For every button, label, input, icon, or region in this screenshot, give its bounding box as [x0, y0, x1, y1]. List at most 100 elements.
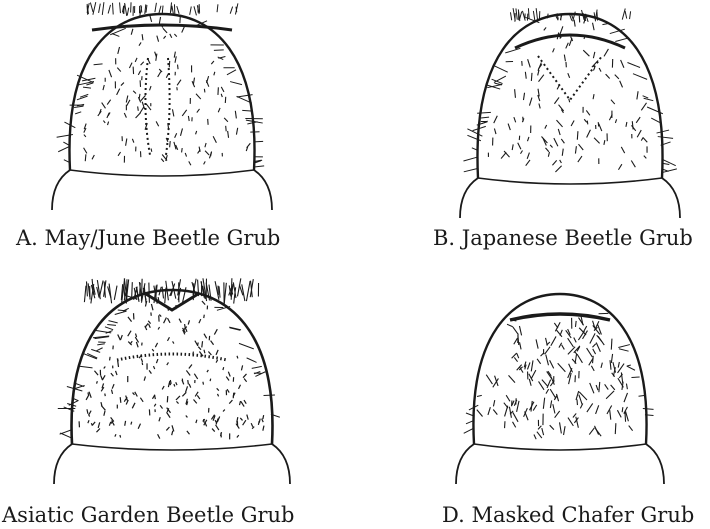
figure-panel-d: D. Masked Chafer Grub: [355, 264, 710, 529]
edge-bristle: [633, 74, 647, 80]
top-bristle: [170, 2, 171, 13]
raster-hair: [574, 338, 576, 343]
raster-hair: [197, 395, 200, 399]
raster-hair: [224, 118, 228, 122]
raster-hair: [523, 93, 524, 100]
top-bristle: [108, 5, 110, 14]
raster-hair: [236, 128, 237, 135]
raster-hair: [107, 100, 110, 105]
top-bristle: [162, 6, 163, 14]
raster-hair: [494, 116, 498, 123]
raster-hair: [217, 394, 218, 397]
raster-hair: [575, 321, 576, 327]
raster-hair: [596, 405, 599, 414]
raster-hair: [537, 432, 542, 438]
raster-hair: [509, 375, 515, 382]
curved-raster-row: [117, 354, 227, 360]
raster-hair: [204, 89, 205, 93]
edge-bristle: [108, 321, 117, 323]
raster-hair: [587, 403, 593, 412]
top-bristle: [510, 12, 511, 20]
top-bristle: [177, 6, 179, 14]
raster-hair: [141, 358, 142, 361]
edge-bristle: [97, 344, 105, 345]
top-bristle: [230, 7, 232, 14]
raster-hair: [593, 23, 595, 30]
raster-hair: [116, 371, 117, 375]
raster-hair: [126, 138, 127, 145]
raster-hair: [531, 360, 533, 371]
raster-hair: [120, 397, 121, 403]
raster-hair: [85, 154, 86, 161]
top-bristle: [231, 278, 232, 300]
raster-hair: [196, 94, 201, 99]
raster-hair: [139, 42, 141, 45]
raster-hair: [617, 410, 621, 417]
raster-hair: [155, 343, 157, 347]
raster-hair: [117, 89, 120, 95]
raster-hair: [164, 317, 167, 323]
raster-hair: [636, 117, 640, 123]
raster-hair: [142, 34, 143, 40]
raster-hair: [131, 422, 132, 425]
raster-hair: [598, 336, 604, 345]
raster-hair: [103, 85, 104, 90]
raster-hair: [182, 392, 186, 396]
raster-hair: [186, 416, 188, 418]
raster-hair: [140, 398, 143, 402]
top-bristle: [219, 286, 220, 297]
raster-hair: [555, 411, 560, 418]
raster-hair: [87, 409, 88, 413]
raster-hair: [136, 342, 138, 347]
raster-hair: [170, 141, 171, 147]
raster-hair: [579, 395, 582, 405]
raster-hair: [610, 410, 611, 420]
edge-bristle: [481, 117, 489, 118]
raster-hair: [550, 389, 555, 398]
raster-hair: [174, 34, 176, 37]
raster-hair: [494, 128, 496, 134]
raster-hair: [193, 352, 194, 355]
raster-hair: [592, 344, 595, 348]
raster-hair: [599, 382, 600, 392]
raster-hair: [132, 403, 135, 408]
raster-hair: [196, 131, 197, 134]
raster-hair: [97, 381, 98, 383]
raster-hair: [216, 350, 218, 355]
raster-hair: [156, 121, 159, 126]
raster-hair: [527, 137, 528, 141]
raster-hair: [477, 410, 483, 417]
raster-hair: [263, 415, 264, 419]
raster-hair: [186, 329, 187, 332]
raster-hair: [167, 362, 169, 365]
edge-bristle: [615, 38, 629, 42]
edge-bristle: [254, 166, 264, 167]
raster-hair: [576, 391, 579, 400]
edge-bristle: [464, 168, 478, 171]
raster-hair: [166, 427, 169, 430]
raster-hair: [605, 384, 609, 389]
raster-hair: [542, 428, 544, 435]
edge-bristle: [58, 146, 70, 152]
raster-hair: [202, 301, 205, 305]
raster-hair: [513, 422, 516, 428]
palidia-rows: [145, 58, 169, 155]
raster-hair: [228, 372, 230, 377]
raster-hair: [179, 319, 181, 323]
raster-hair: [488, 407, 490, 415]
raster-hair: [599, 68, 601, 72]
raster-hair: [518, 143, 521, 150]
raster-hair: [128, 331, 131, 337]
raster-hair: [167, 318, 170, 323]
raster-hair: [204, 350, 205, 353]
raster-hair: [188, 320, 189, 324]
top-bristle: [516, 8, 517, 19]
raster-hair: [133, 393, 135, 395]
raster-hair: [577, 131, 578, 140]
raster-hair: [575, 354, 577, 364]
edge-bristle: [227, 70, 236, 75]
top-bristle: [146, 5, 147, 13]
raster-hair: [620, 81, 623, 88]
raster-hair: [117, 68, 121, 72]
raster-hair: [526, 160, 530, 166]
